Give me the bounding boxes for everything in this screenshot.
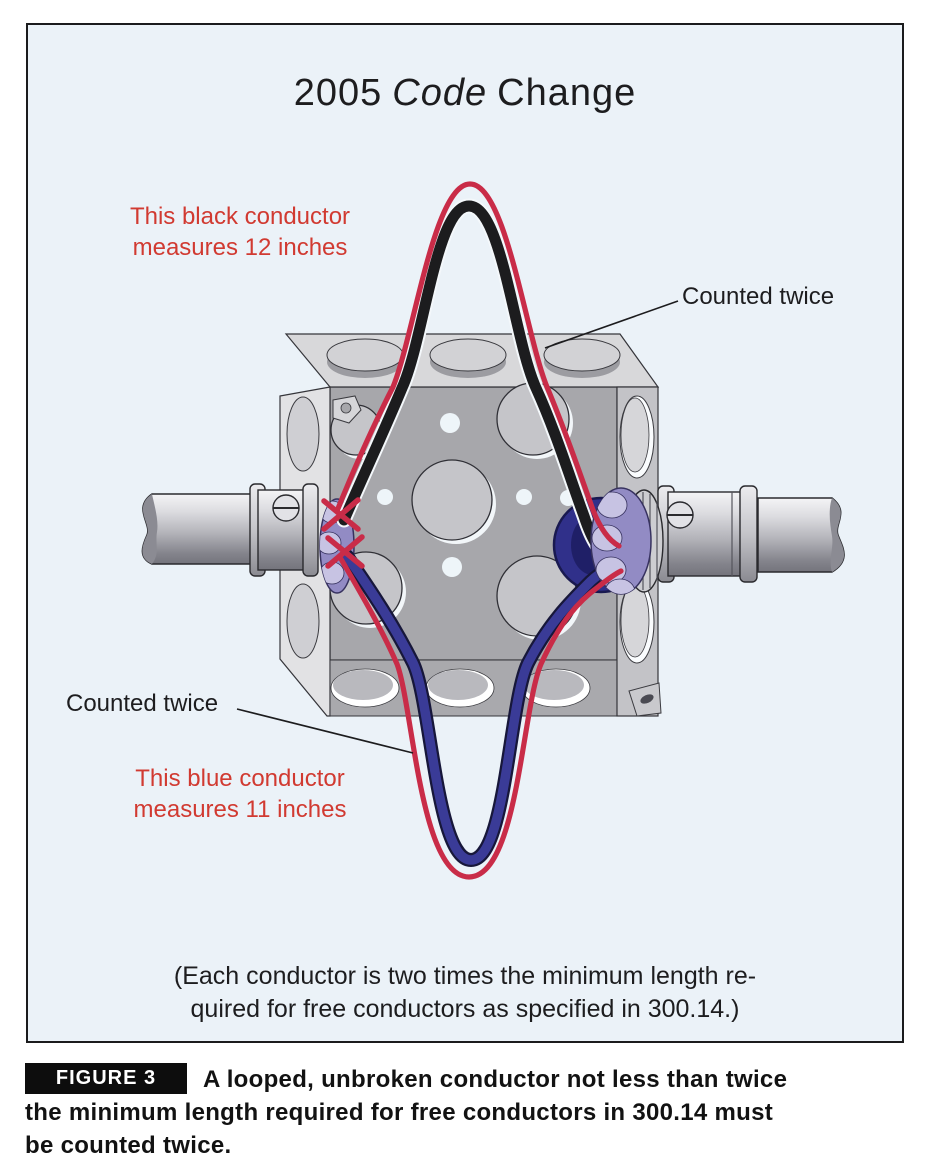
blue-conductor-label: This blue conductor measures 11 inches bbox=[95, 763, 385, 825]
black-conductor-label: This black conductor measures 12 inches bbox=[95, 201, 385, 263]
caption-line-3: be counted twice. bbox=[25, 1132, 232, 1159]
black-conductor-label-line2: measures 12 inches bbox=[132, 234, 348, 261]
figure-panel bbox=[26, 23, 904, 1043]
black-conductor-label-line1: This black conductor bbox=[129, 203, 351, 230]
blue-conductor-label-line1: This blue conductor bbox=[135, 765, 345, 792]
counted-twice-label-top: Counted twice bbox=[682, 283, 835, 310]
caption-line-2: the minimum length required for free con… bbox=[25, 1099, 774, 1126]
title-suffix: Change bbox=[497, 72, 637, 114]
blue-conductor-label-line2: measures 11 inches bbox=[133, 796, 347, 823]
caption-line-1: A looped, unbroken conductor not less th… bbox=[203, 1066, 788, 1093]
figure-number-badge: FIGURE 3 bbox=[25, 1063, 187, 1094]
title-italic-word: Code bbox=[392, 72, 488, 114]
note-line2: quired for free conductors as specified … bbox=[190, 995, 740, 1023]
explanatory-note: (Each conductor is two times the minimum… bbox=[26, 960, 904, 1026]
title-prefix: 2005 bbox=[293, 72, 383, 114]
counted-twice-label-bottom: Counted twice bbox=[66, 690, 219, 717]
note-line1: (Each conductor is two times the minimum… bbox=[173, 962, 757, 990]
